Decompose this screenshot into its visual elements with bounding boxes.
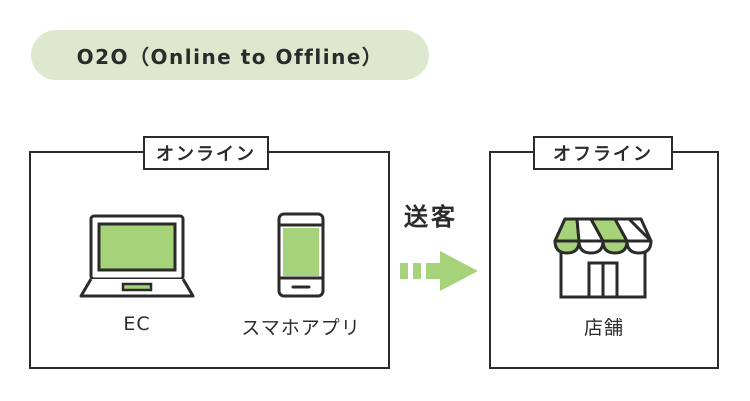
diagram-title: O2O（Online to Offline）	[76, 44, 384, 69]
store-caption: 店舗	[583, 317, 624, 339]
ec-caption: EC	[123, 313, 151, 335]
laptop-icon	[79, 214, 195, 298]
flow-label: 送客	[404, 203, 458, 231]
title-pill: O2O（Online to Offline）	[31, 30, 429, 80]
store-icon	[553, 217, 653, 299]
online-box: オンライン EC スマホアプリ	[29, 136, 390, 369]
online-label: オンライン	[143, 136, 269, 170]
offline-box: オフライン 店舗	[489, 136, 719, 369]
smartphone-icon	[277, 212, 325, 298]
right-arrow-icon	[400, 251, 478, 291]
offline-label: オフライン	[533, 136, 673, 170]
app-caption: スマホアプリ	[241, 317, 361, 339]
